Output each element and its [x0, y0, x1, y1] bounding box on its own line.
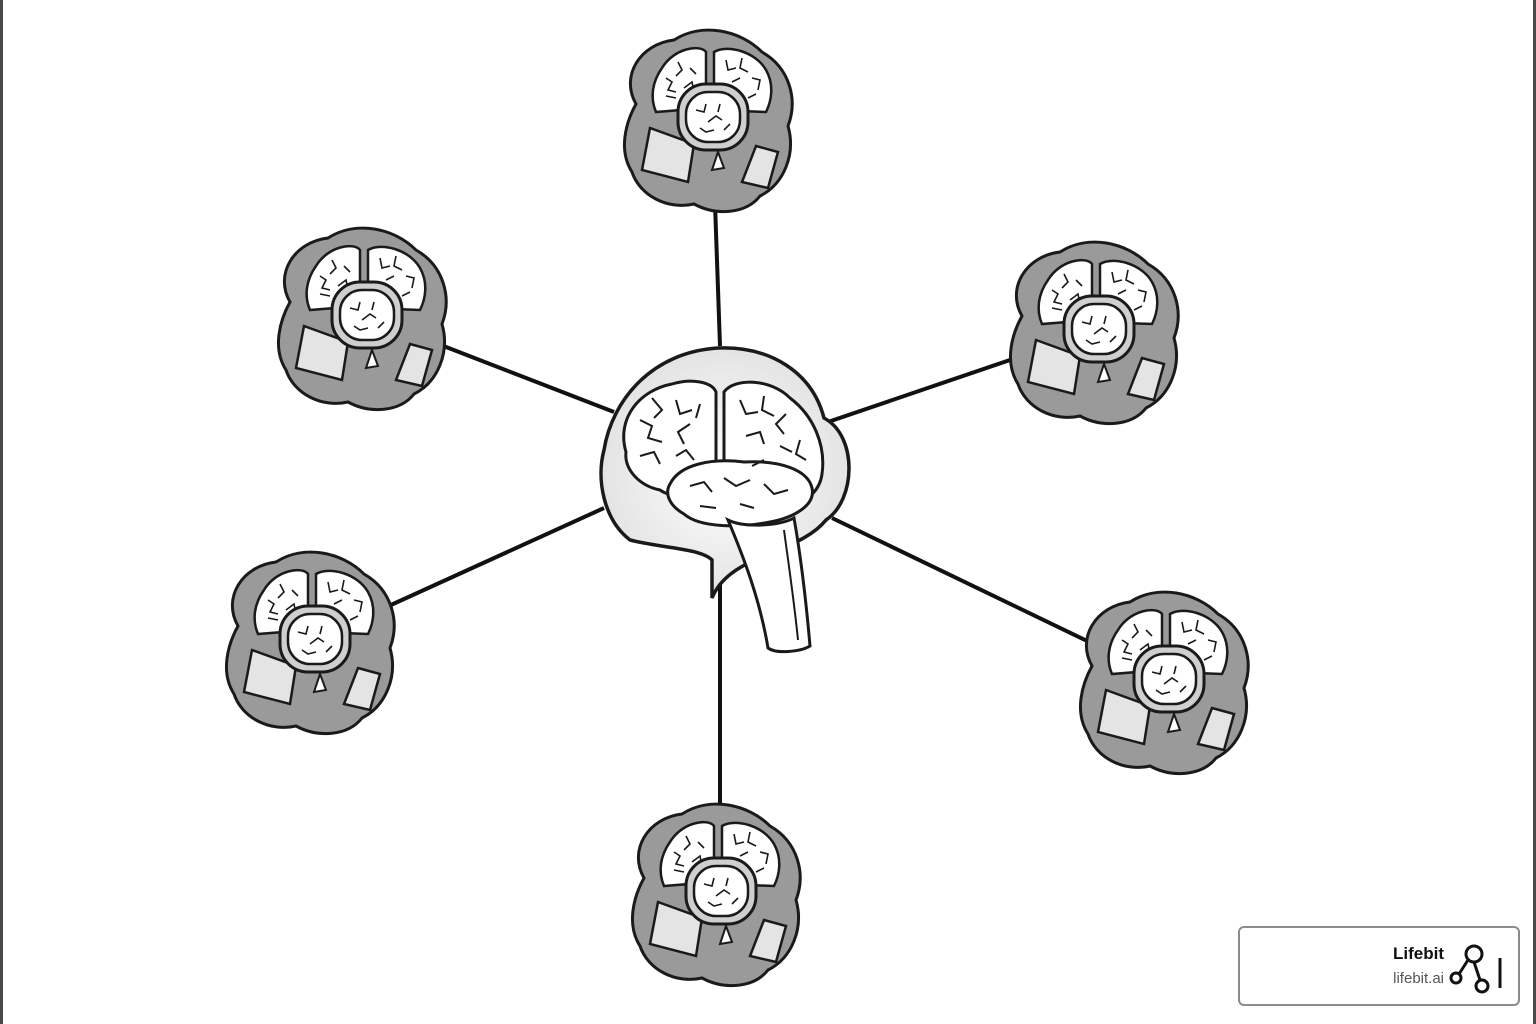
badge-title: Lifebit	[1393, 944, 1444, 963]
badge-url[interactable]: lifebit.ai	[1393, 970, 1444, 987]
brain-node-icon-lower-right	[1078, 590, 1250, 776]
brain-node-icon-upper-right	[1008, 240, 1180, 426]
brain-node-icon-top	[622, 28, 794, 214]
lifebit-badge[interactable]: Lifebit lifebit.ai	[1238, 926, 1520, 1006]
lifebit-logo-icon	[1449, 944, 1502, 994]
brain-node-icon-bottom	[630, 802, 802, 988]
brain-node-icon-lower-left	[224, 550, 396, 736]
brain-node-icon-upper-left	[276, 226, 448, 412]
central-brain-icon	[599, 346, 851, 654]
